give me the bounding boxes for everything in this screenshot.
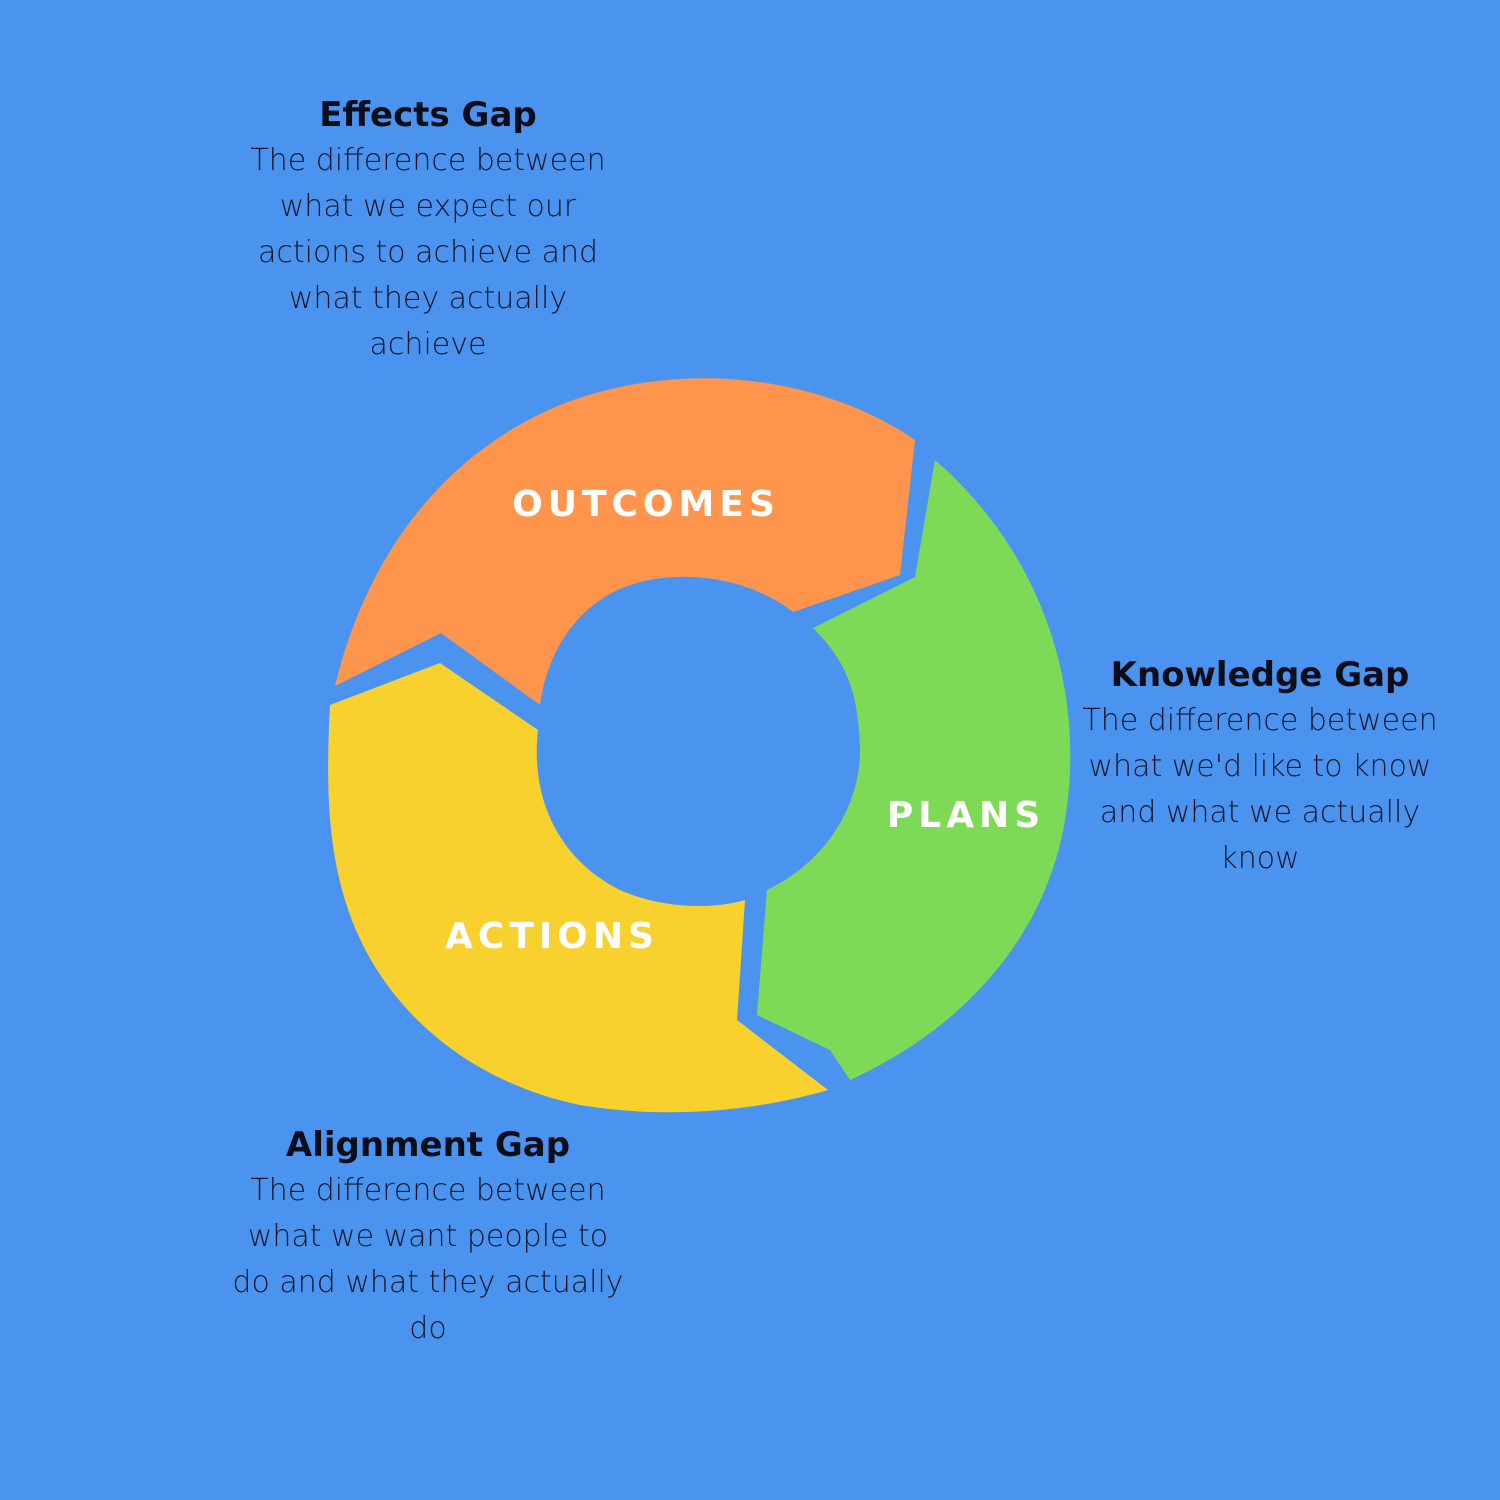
actions-segment — [328, 663, 828, 1113]
knowledge-gap-description: The difference between what we'd like to… — [1082, 703, 1438, 876]
actions-label: ACTIONS — [445, 916, 659, 957]
alignment-gap-title: Alignment Gap — [285, 1125, 571, 1165]
effects-gap-title: Effects Gap — [319, 95, 537, 135]
knowledge-gap-block: Knowledge Gap The difference between wha… — [1070, 652, 1450, 882]
effects-gap-description: The difference between what we expect ou… — [250, 143, 606, 362]
knowledge-gap-title: Knowledge Gap — [1110, 655, 1410, 695]
plans-label: PLANS — [887, 795, 1045, 836]
effects-gap-block: Effects Gap The difference between what … — [228, 92, 628, 368]
outcomes-segment — [335, 378, 915, 705]
alignment-gap-block: Alignment Gap The difference between wha… — [228, 1122, 628, 1352]
alignment-gap-description: The difference between what we want peop… — [232, 1173, 624, 1346]
plans-segment — [757, 460, 1071, 1080]
outcomes-label: OUTCOMES — [512, 484, 780, 525]
